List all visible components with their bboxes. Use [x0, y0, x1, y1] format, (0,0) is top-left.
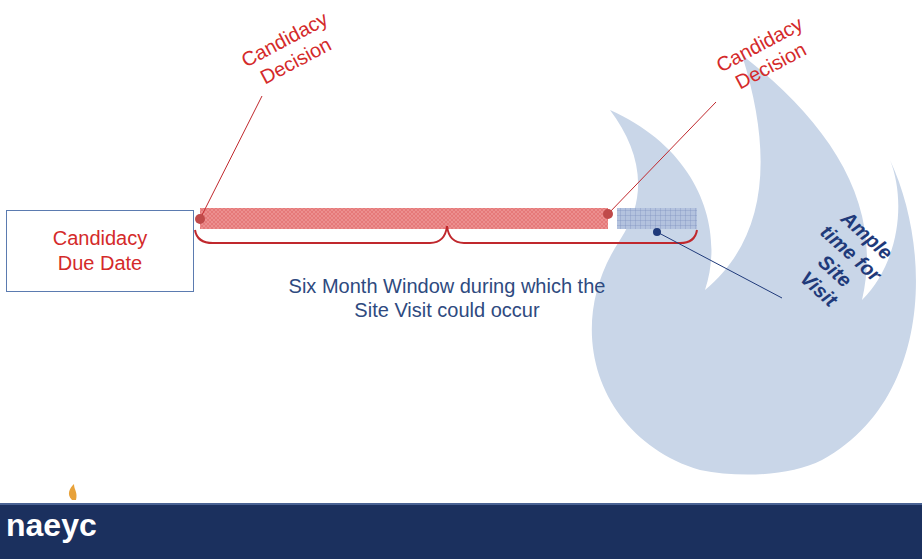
marker-dot — [653, 228, 661, 236]
window-brace — [195, 226, 697, 243]
site-visit-bar — [617, 208, 697, 229]
logo-flame — [69, 484, 77, 500]
marker-dot — [603, 209, 613, 219]
marker-dot — [195, 214, 205, 224]
due-date-box: Candidacy Due Date — [6, 210, 194, 292]
leader-line — [608, 102, 716, 214]
decision-label: Candidacy Decision — [226, 1, 354, 100]
window-caption: Six Month Window during which the Site V… — [282, 274, 612, 322]
box-text: Candidacy Due Date — [40, 226, 160, 276]
leader-line — [657, 232, 782, 298]
footer-bar — [0, 503, 922, 559]
window-bar — [200, 208, 608, 229]
flame-watermark — [592, 55, 916, 475]
logo-text: naeyc — [6, 509, 126, 541]
footer-rule — [0, 503, 922, 505]
leader-line — [200, 96, 262, 219]
